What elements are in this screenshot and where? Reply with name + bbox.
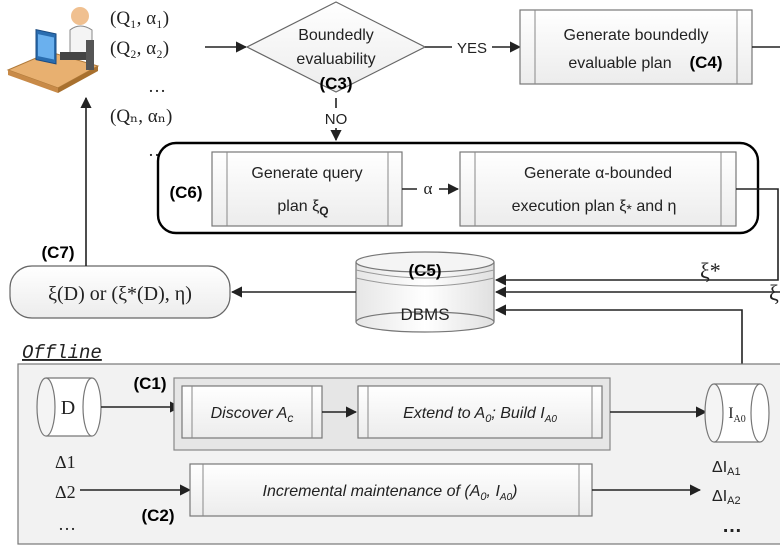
- dbms-label: DBMS: [400, 305, 449, 324]
- c5-tag: (C5): [408, 261, 441, 280]
- c3-tag: (C3): [319, 74, 352, 93]
- index-to-dbms-line: [494, 304, 743, 382]
- xi-star-label: ξ*: [700, 258, 721, 283]
- query-n: (Qₙ, αₙ): [110, 106, 172, 127]
- query-plan-line2: plan ξQ: [277, 198, 328, 218]
- c4-generate-boundedly-evaluable-plan: [519, 9, 753, 85]
- yes-label: YES: [457, 40, 487, 57]
- no-label: NO: [325, 111, 348, 128]
- discover-label: Discover Ac: [211, 405, 294, 425]
- index-label: IA0: [728, 405, 746, 425]
- exec-to-dbms-line: [494, 188, 779, 286]
- incremental-maintenance-box: [189, 463, 593, 517]
- index-ia0-icon: [704, 383, 770, 443]
- delta-1: Δ1: [55, 452, 76, 472]
- maint-label: Incremental maintenance of (A0, IA0): [263, 483, 518, 503]
- c1-tag: (C1): [133, 374, 166, 393]
- query-1: (Q₁, α₁): [110, 8, 169, 29]
- c4-label-line2: evaluable plan: [568, 55, 671, 72]
- d-label: D: [61, 397, 75, 419]
- discover-box: [181, 385, 323, 439]
- offline-title: Offline: [22, 342, 102, 364]
- decision-label-line1: Boundedly: [298, 27, 374, 44]
- result-label: ξ(D) or (ξ*(D), η): [48, 283, 192, 305]
- decision-label-line2: evaluability: [296, 51, 375, 68]
- xi-label: ξ: [769, 280, 779, 305]
- extend-build-box: [357, 385, 603, 439]
- query-plan-line1: Generate query: [251, 165, 362, 182]
- dbms-database-icon: [355, 251, 495, 333]
- generate-alpha-bounded-plan-box: [459, 151, 737, 227]
- extend-label: Extend to A0; Build IA0: [403, 405, 557, 425]
- database-d-icon: [36, 377, 102, 437]
- delta-2: Δ2: [55, 482, 76, 502]
- c4-label-line1: Generate boundedly: [564, 27, 709, 44]
- c6-tag: (C6): [169, 183, 202, 202]
- result-box: [9, 265, 231, 319]
- exec-plan-line2: execution plan ξ* and η: [512, 198, 677, 217]
- delta-ia1: ΔIA1: [712, 459, 741, 478]
- delta-ellipsis: …: [58, 514, 76, 534]
- delta-ia-ellipsis: …: [722, 515, 742, 537]
- delta-ia2: ΔIA2: [712, 488, 741, 507]
- alpha-label: α: [424, 179, 433, 198]
- evaluability-decision-diamond: [245, 1, 427, 93]
- c4-tag: (C4): [689, 53, 722, 72]
- c2-tag: (C2): [141, 506, 174, 525]
- query-ellipsis: …: [148, 76, 166, 96]
- c7-tag: (C7): [41, 243, 74, 262]
- query-2: (Q₂, α₂): [110, 38, 169, 59]
- exec-plan-line1: Generate α-bounded: [524, 165, 672, 182]
- generate-query-plan-box: [211, 151, 403, 227]
- user-at-computer-icon: [6, 7, 100, 93]
